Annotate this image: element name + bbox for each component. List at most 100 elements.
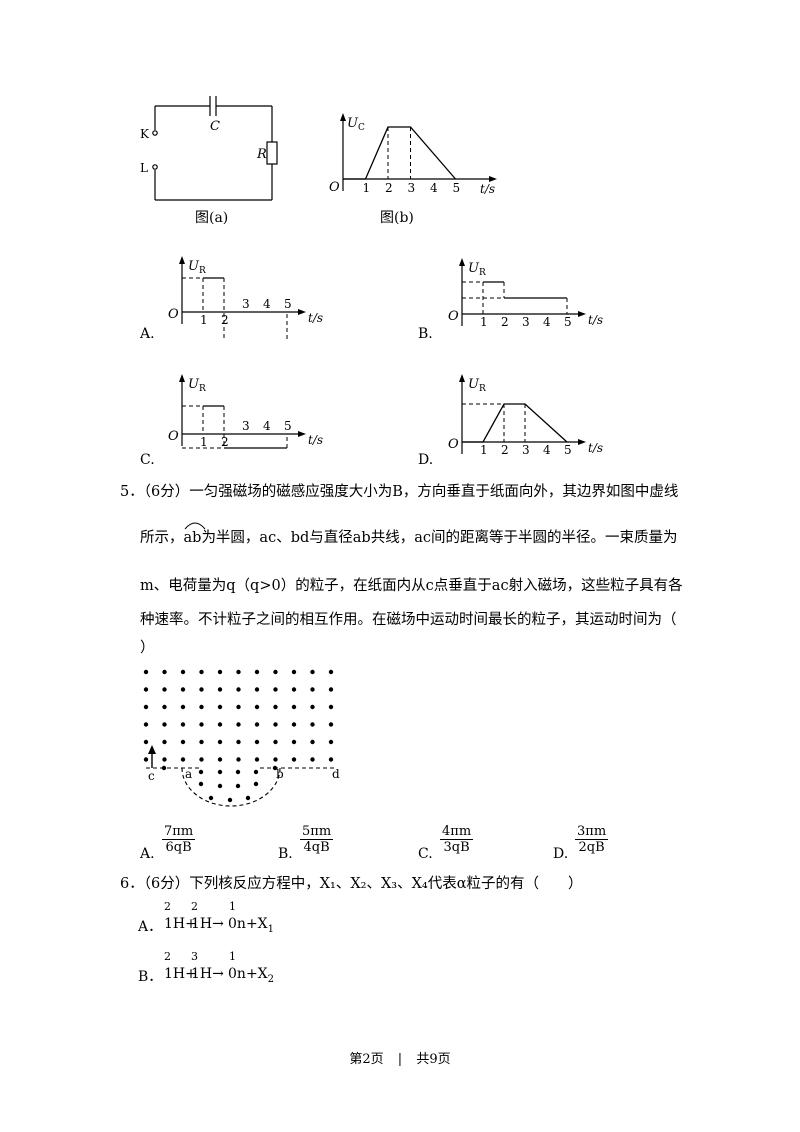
uc-tick-label: 3 [408,181,416,195]
ur-tick-label: 5 [564,315,572,329]
field-dot [217,757,223,762]
field-dot [217,769,223,775]
field-dot [236,687,241,692]
q4-option-b-label[interactable]: B. [418,326,433,342]
figure-b-caption: 图(b) [380,210,414,226]
field-dot [180,669,186,675]
field-dot [217,739,223,745]
field-dot [162,757,167,762]
field-dot [180,704,186,710]
field-dot [143,757,149,762]
field-dot [272,765,278,771]
fraction-denominator: 3qB [443,840,470,855]
ur-tick-label: 4 [263,419,271,433]
field-dot [143,704,149,710]
arc-ab: ab [184,522,205,548]
field-dot [310,687,315,692]
field-dot [199,757,204,762]
field-dot [236,722,241,727]
field-dot [217,669,223,675]
field-dot [180,722,186,727]
field-dot [254,722,260,727]
ur-tick-label: 4 [543,315,551,329]
ur-tick-label: 5 [284,419,292,433]
field-dot [161,765,167,771]
y-axis-arrow [179,374,185,382]
field-dot [273,704,278,710]
field-dot [254,669,260,675]
page-number: 第2页 [349,1052,384,1067]
q5-option-a-label[interactable]: A. [140,846,155,862]
ur-tick-label: 3 [242,419,250,433]
ur-tick-label: 2 [501,443,509,457]
field-dot [162,669,167,675]
fraction-denominator: 4qB [303,840,330,855]
ur-y-label: UR [468,261,486,278]
field-dot [227,797,233,803]
ur-x-label: t/s [308,311,323,325]
q5-option-c-label[interactable]: C. [418,846,433,862]
ur-origin-label: O [448,437,459,452]
field-dot [236,704,241,710]
q5-line3: m、电荷量为q（q>0）的粒子，在纸面内从c点垂直于ac射入磁场，这些粒子具有各 [140,578,683,594]
field-dot [217,722,223,727]
field-dot [199,669,204,675]
field-dot [328,722,334,727]
field-dot [310,739,315,745]
field-dot [217,783,223,789]
q5-line1: 5．（6分）一匀强磁场的磁感应强度大小为B，方向垂直于纸面向外，其边界如图中虚线 [120,484,679,500]
field-dot [291,739,297,745]
ur-tick-label: 3 [522,443,530,457]
capacitor-label: C [210,119,220,134]
field-dot [143,687,149,692]
uc-tick-label: 2 [385,181,393,195]
y-axis-arrow [340,113,346,121]
y-axis-arrow [179,256,185,264]
x-axis-arrow [578,311,586,317]
field-dot [273,669,278,675]
field-dot [328,704,334,710]
ur-curve [462,403,568,443]
field-dot [162,687,167,692]
figure-a-caption: 图(a) [195,210,228,226]
field-dot [217,704,223,710]
point-a-label: a [185,767,192,781]
field-dot [253,769,259,775]
field-dot [198,769,204,775]
fraction-denominator: 6qB [165,840,192,855]
field-dot [310,704,315,710]
page-total: 共9页 [416,1052,451,1067]
circuit-diagram: C R K L 图(a) [140,96,278,226]
magnetic-field-diagram: c a b d [143,669,340,807]
q4-option-d-label[interactable]: D. [418,452,434,468]
q4-option-a-label[interactable]: A. [140,326,155,342]
q5-option-b-label[interactable]: B. [278,846,293,862]
y-axis-arrow [459,374,465,382]
ur-tick-label: 1 [480,315,488,329]
field-dot [180,757,186,762]
q5-option-d-label[interactable]: D. [553,846,569,862]
q4-option-c-label[interactable]: C. [140,452,155,468]
arc-mark-icon [184,522,205,530]
ur-y-label: UR [188,377,206,394]
x-axis-arrow [489,176,497,182]
field-dot [180,687,186,692]
field-dot [245,795,251,801]
field-dot [291,757,297,762]
q5-line5: ） [140,640,155,656]
field-dot [273,722,278,727]
field-dot [291,687,297,692]
point-b-label: b [276,767,284,781]
fraction-denominator: 2qB [578,840,605,855]
q5-line4: 种速率。不计粒子之间的相互作用。在磁场中运动时间最长的粒子，其运动时间为（ [140,612,677,628]
field-dot [199,722,204,727]
field-dot [310,757,315,762]
field-dot [236,739,241,745]
